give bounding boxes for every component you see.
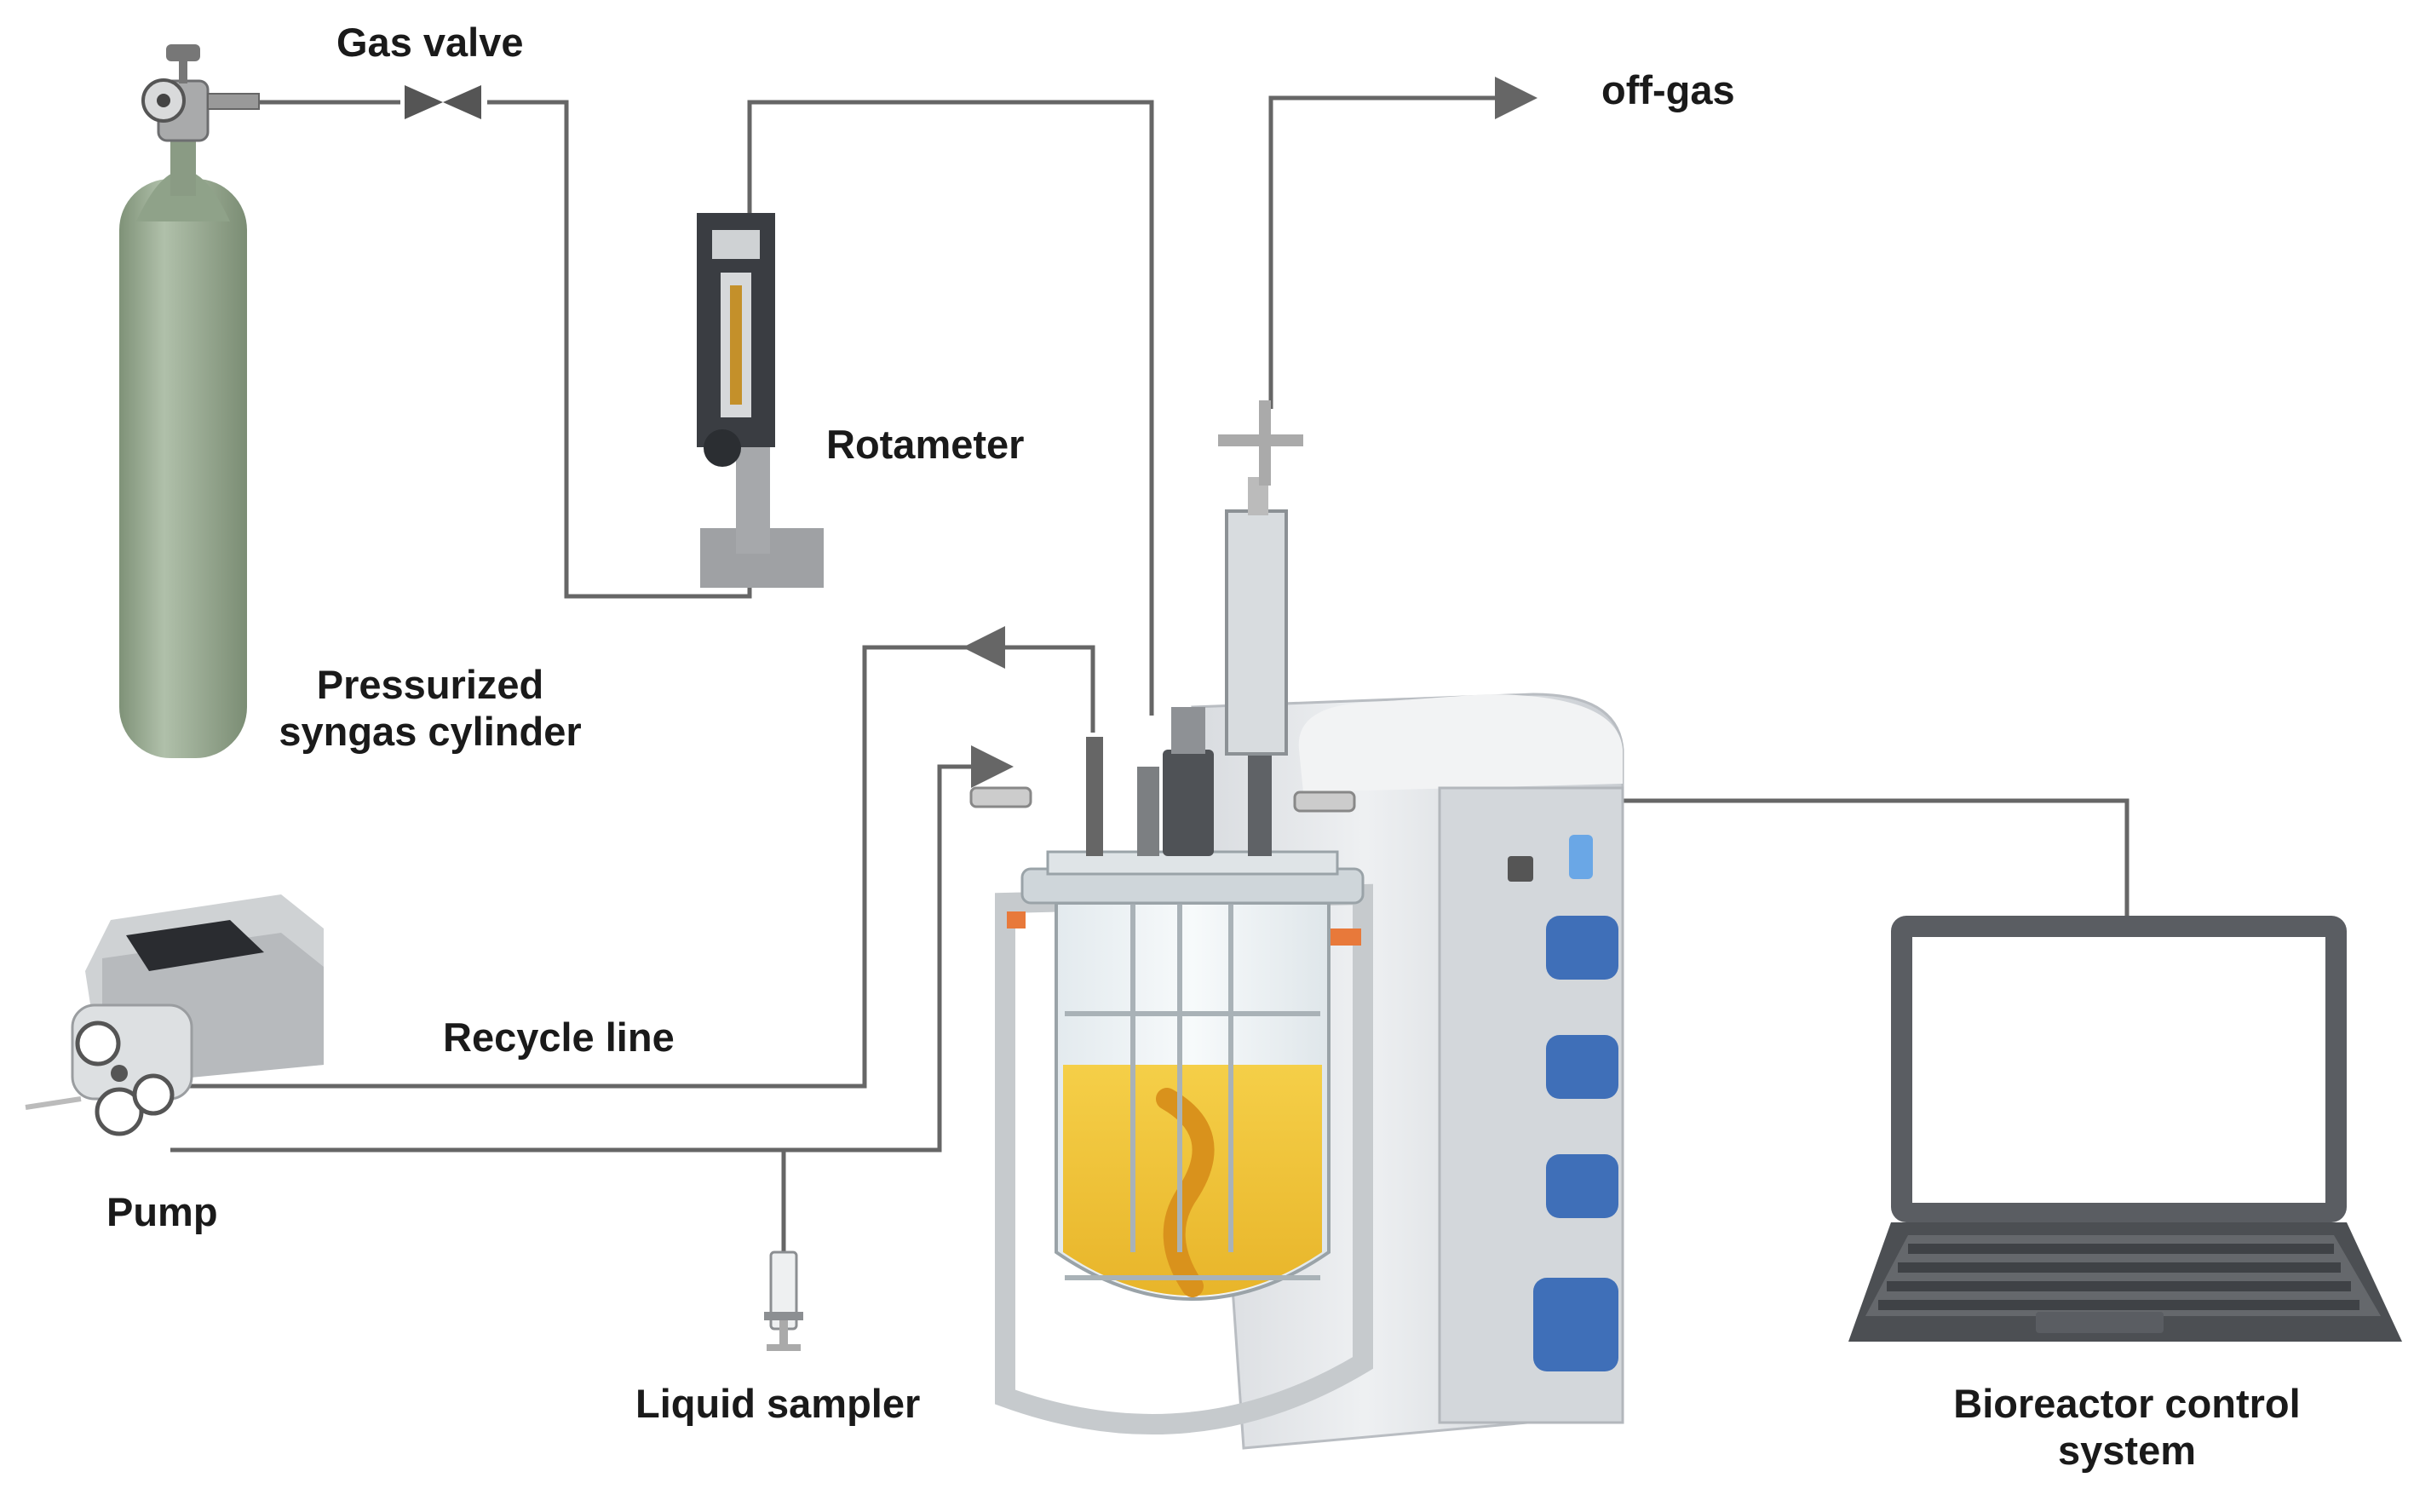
rotameter-label: Rotameter xyxy=(826,422,1025,467)
cylinder-label: Pressurized syngas cylinder xyxy=(279,661,581,756)
rotameter-icon xyxy=(697,213,824,588)
peristaltic-pump-icon xyxy=(25,894,324,1136)
rotameter-outlet-line xyxy=(747,100,1154,716)
liquid-sampler-label: Liquid sampler xyxy=(635,1381,921,1426)
recycle-feed-line xyxy=(170,745,1014,1153)
control-knobs xyxy=(1508,835,1618,1371)
laptop-icon xyxy=(1848,916,2402,1342)
off-gas-label: off-gas xyxy=(1601,67,1735,112)
gas-cylinder-icon xyxy=(119,44,260,758)
bioreactor-icon xyxy=(969,400,1624,1450)
gas-valve-icon xyxy=(405,85,481,119)
recycle-return-line xyxy=(187,645,1095,1089)
cylinder-label-line1: Pressurized xyxy=(316,662,544,707)
recycle-line-label: Recycle line xyxy=(443,1015,675,1060)
control-system-label: Bioreactor control system xyxy=(1953,1380,2300,1475)
syringe-icon xyxy=(764,1250,803,1351)
control-system-label-line2: system xyxy=(2058,1428,2196,1474)
piping xyxy=(170,77,2129,1252)
control-system-label-line1: Bioreactor control xyxy=(1953,1381,2301,1426)
pump-label: Pump xyxy=(106,1189,218,1234)
control-cable xyxy=(1618,798,2129,916)
off-gas-line xyxy=(1268,77,1537,409)
gas-valve-label: Gas valve xyxy=(336,20,524,65)
cylinder-label-line2: syngas cylinder xyxy=(279,709,582,755)
